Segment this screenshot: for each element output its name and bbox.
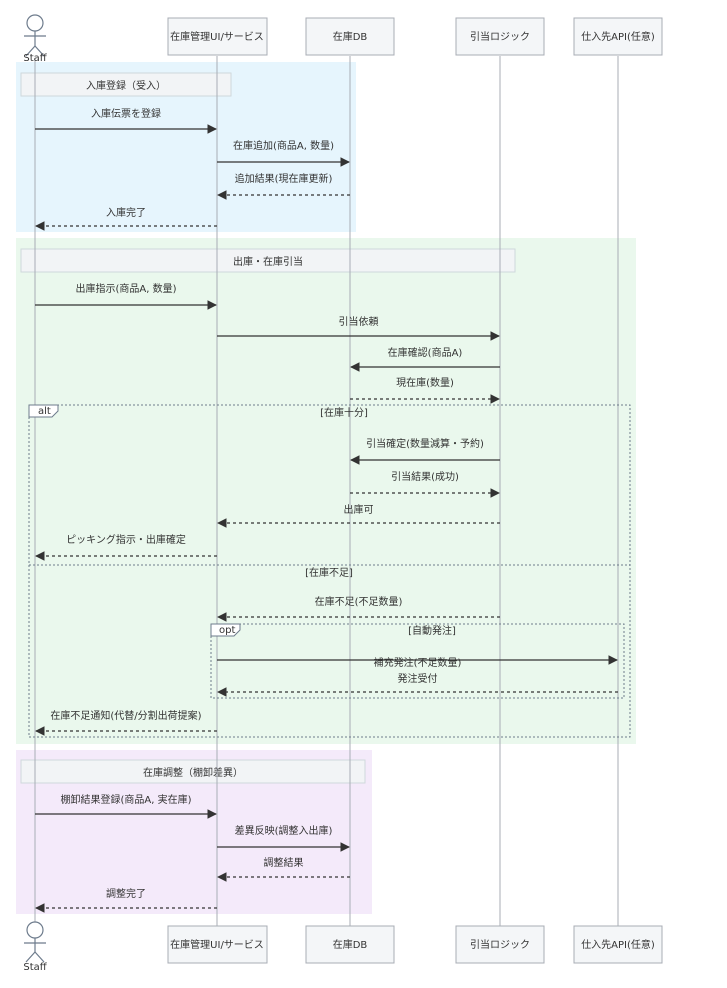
section-backgrounds <box>16 62 636 914</box>
section-notes: 入庫登録（受入） 出庫・在庫引当 在庫調整（棚卸差異） <box>20 72 516 784</box>
alt-keyword-tab <box>28 404 59 418</box>
message-label: 差異反映(調整入出庫) <box>235 824 333 837</box>
participants-top: 在庫管理UI/サービス 在庫DB 引当ロジック 仕入先API(任意) <box>167 17 663 56</box>
message-label: 在庫不足通知(代替/分割出荷提案) <box>50 709 201 722</box>
participant-db-bottom-label: 在庫DB <box>333 938 368 951</box>
message-label: 発注受付 <box>398 672 438 685</box>
alt-fragment: alt [在庫十分] [在庫不足] <box>28 404 631 738</box>
participant-alloc-bottom <box>455 925 545 964</box>
opt-keyword: opt <box>219 625 235 636</box>
participant-ui-top <box>167 17 268 56</box>
section-outbound-bg <box>16 238 636 744</box>
actor-staff-bottom <box>24 921 46 963</box>
section-inbound-title: 入庫登録（受入） <box>86 79 166 92</box>
section-outbound-note <box>20 248 516 273</box>
opt-condition: [自動発注] <box>408 624 456 637</box>
actor-head-icon <box>26 921 44 939</box>
message-label: 在庫確認(商品A) <box>388 346 463 359</box>
participant-alloc-top <box>455 17 545 56</box>
message-label: 現在庫(数量) <box>396 376 454 389</box>
alt-frame <box>28 404 631 738</box>
opt-fragment: opt [自動発注] <box>210 623 625 699</box>
message-label: 在庫不足(不足数量) <box>315 595 403 608</box>
section-inbound-note <box>20 72 232 97</box>
message-label: 入庫伝票を登録 <box>91 107 161 120</box>
message-label: 出庫可 <box>344 503 374 516</box>
participants-bottom: 在庫管理UI/サービス 在庫DB 引当ロジック 仕入先API(任意) <box>167 925 663 964</box>
message-label: 追加結果(現在庫更新) <box>235 172 333 185</box>
actor-staff-top-label: Staff <box>23 53 47 64</box>
alt-condition-1: [在庫十分] <box>320 406 368 419</box>
alt-condition-2: [在庫不足] <box>305 566 353 579</box>
message-label: 在庫追加(商品A, 数量) <box>233 139 334 152</box>
opt-frame <box>210 623 625 699</box>
lifelines <box>34 56 619 926</box>
message-label: 引当結果(成功) <box>391 470 459 483</box>
actor-head-icon <box>26 14 44 32</box>
participant-api-bottom <box>573 925 663 964</box>
message-label: 調整完了 <box>106 887 146 900</box>
participant-alloc-bottom-label: 引当ロジック <box>470 938 530 951</box>
participant-db-top <box>305 17 395 56</box>
message-label: 棚卸結果登録(商品A, 実在庫) <box>60 793 191 806</box>
message-label: 出庫指示(商品A, 数量) <box>75 282 176 295</box>
participant-api-bottom-label: 仕入先API(任意) <box>581 938 655 951</box>
participant-ui-bottom-label: 在庫管理UI/サービス <box>170 938 264 951</box>
participant-api-top-label: 仕入先API(任意) <box>581 30 655 43</box>
section-adjust-title: 在庫調整（棚卸差異） <box>143 766 243 779</box>
participant-api-top <box>573 17 663 56</box>
section-outbound-title: 出庫・在庫引当 <box>233 255 303 268</box>
participant-ui-top-label: 在庫管理UI/サービス <box>170 30 264 43</box>
alt-keyword: alt <box>38 406 51 417</box>
participant-ui-bottom <box>167 925 268 964</box>
message-label: 引当依頼 <box>339 315 379 328</box>
participant-db-top-label: 在庫DB <box>333 30 368 43</box>
message-label: 入庫完了 <box>106 206 146 219</box>
participant-db-bottom <box>305 925 395 964</box>
actor-staff-top <box>24 14 46 57</box>
participant-alloc-top-label: 引当ロジック <box>470 30 530 43</box>
message-label: 調整結果 <box>264 856 304 869</box>
message-label: ピッキング指示・出庫確定 <box>66 533 186 546</box>
message-label: 引当確定(数量減算・予約) <box>366 437 484 450</box>
actor-staff-bottom-label: Staff <box>23 962 47 973</box>
opt-keyword-tab <box>210 623 241 637</box>
message-label: 補充発注(不足数量) <box>374 656 462 669</box>
section-adjust-note <box>20 759 366 784</box>
